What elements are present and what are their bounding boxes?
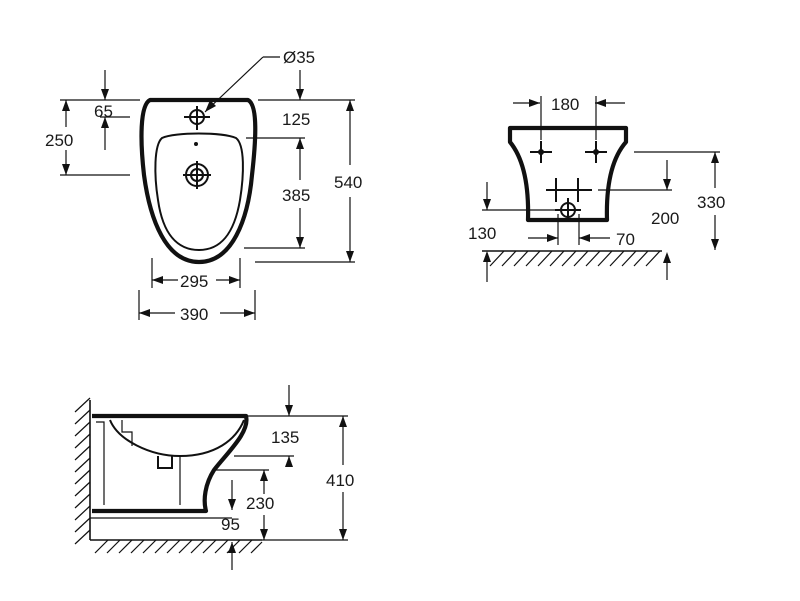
side-view-body-outline — [92, 413, 249, 514]
label-dim-130: 130 — [468, 224, 496, 243]
side-view-inlet-pipe — [121, 420, 133, 446]
label-dim-390: 390 — [180, 305, 208, 324]
front-view-outline — [507, 125, 629, 223]
water-inlet-symbol — [546, 178, 592, 202]
label-dim-135: 135 — [271, 428, 299, 447]
side-view-floor-hatch — [90, 539, 263, 554]
label-dim-180: 180 — [551, 95, 579, 114]
tap-hole-symbol — [184, 106, 210, 130]
label-dim-125: 125 — [282, 110, 310, 129]
top-view: Ø35 65 250 125 385 540 — [45, 48, 362, 324]
side-view-basin-inner — [109, 419, 245, 458]
wall-hatch — [74, 397, 91, 545]
side-view-siphon — [157, 456, 173, 469]
label-dim-295: 295 — [180, 272, 208, 291]
fixing-hole-right — [585, 141, 607, 163]
label-dim-540: 540 — [334, 173, 362, 192]
top-view-basin-inner — [154, 132, 244, 252]
label-dim-65: 65 — [94, 102, 113, 121]
label-dim-330: 330 — [697, 193, 725, 212]
front-view-floor-hatch — [482, 250, 662, 267]
drain-symbol — [183, 161, 211, 189]
label-hole-diameter: Ø35 — [283, 48, 315, 67]
top-view-bowl-outline — [139, 97, 258, 265]
label-dim-410: 410 — [326, 471, 354, 490]
label-dim-95: 95 — [221, 515, 240, 534]
label-dim-250: 250 — [45, 131, 73, 150]
label-dim-385: 385 — [282, 186, 310, 205]
side-view: 135 410 230 95 — [74, 385, 354, 570]
fixing-hole-left — [530, 141, 552, 163]
side-view-inner-wall — [96, 421, 181, 505]
label-dim-200: 200 — [651, 209, 679, 228]
label-dim-230: 230 — [246, 494, 274, 513]
front-view: 180 200 330 130 70 — [468, 95, 725, 282]
label-dim-70: 70 — [616, 230, 635, 249]
